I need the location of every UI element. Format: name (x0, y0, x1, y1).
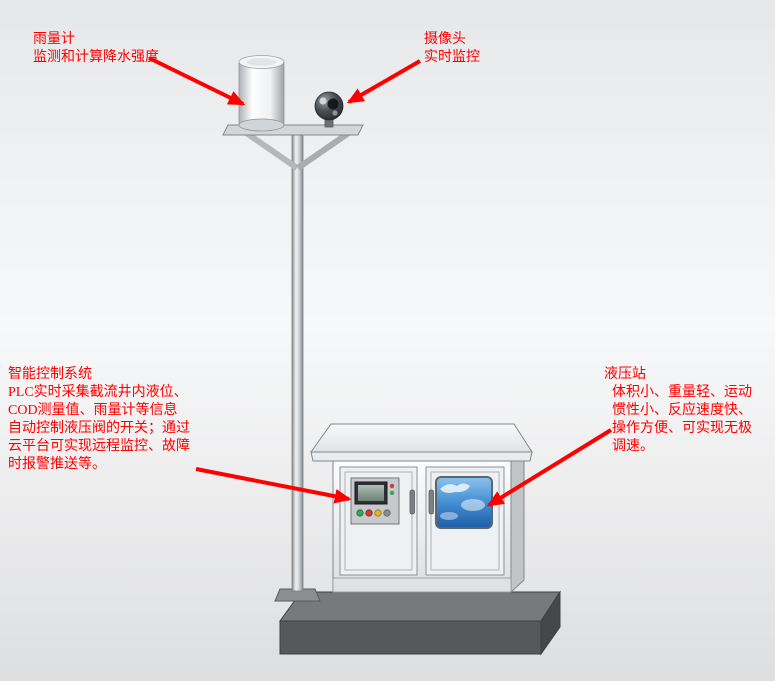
window-cloud-reflection (440, 483, 470, 493)
cabinet-plinth (332, 577, 512, 593)
cabinet-right-face (510, 448, 525, 594)
camera-highlight-small (332, 110, 338, 116)
control-cabinet (310, 423, 533, 594)
pole-shaft (291, 129, 304, 592)
rain-gauge-title: 雨量计 (33, 32, 75, 47)
mast-pole (274, 129, 321, 602)
button-red (365, 509, 373, 517)
base-front-face (279, 620, 542, 655)
camera-title: 摄像头 (424, 32, 466, 47)
surveillance-camera (314, 91, 344, 128)
button-yellow (374, 509, 382, 517)
window-reflection-low (440, 512, 458, 520)
camera-desc: 实时监控 (424, 50, 480, 65)
base-right-face (540, 590, 561, 656)
base-top-face (279, 591, 561, 622)
left-door-handle (409, 489, 415, 515)
arrow-camera (346, 59, 422, 104)
control-system-line-2: COD测量值、雨量计等信息 (8, 403, 178, 418)
crossarm-strut-left (243, 129, 299, 171)
rain-gauge-cylinder (238, 55, 285, 132)
window-reflection-mid (461, 499, 485, 511)
control-system-line-3: 自动控制液压阀的开关；通过 (8, 421, 190, 436)
hydraulic-line-3: 操作方便、可实现无极 (612, 421, 752, 436)
plc-control-panel (350, 477, 400, 525)
control-system-line-5: 时报警推送等。 (8, 457, 106, 472)
rain-gauge-bottom-rim (238, 118, 285, 132)
indicator-red (389, 483, 395, 489)
button-gray (383, 509, 391, 517)
rain-gauge-funnel (246, 58, 277, 66)
annotation-rain-gauge: 雨量计 监测和计算降水强度 (33, 31, 159, 67)
control-system-title: 智能控制系统 (8, 367, 92, 382)
right-door-window (435, 476, 493, 529)
camera-lens (327, 98, 339, 110)
rain-gauge-desc: 监测和计算降水强度 (33, 50, 159, 65)
hydraulic-line-4: 调速。 (612, 439, 654, 454)
control-system-line-4: 云平台可实现远程监控、故障 (8, 439, 190, 454)
camera-highlight (319, 97, 327, 105)
cabinet-roof-fascia (310, 451, 533, 462)
arrow-control-system (195, 467, 352, 504)
control-system-line-1: PLC实时采集截流井内液位、 (8, 385, 188, 400)
arrow-rain-gauge (148, 56, 246, 106)
hydraulic-line-2: 惯性小、反应速度快、 (612, 403, 752, 418)
cabinet-roof-top (310, 423, 533, 453)
hydraulic-line-1: 体积小、重量轻、运动 (612, 385, 752, 400)
indicator-green (389, 490, 395, 496)
annotation-hydraulic-station: 液压站 体积小、重量轻、运动 惯性小、反应速度快、 操作方便、可实现无极 调速。 (604, 366, 752, 456)
mast-crossarm (222, 124, 364, 171)
hmi-display-screen (358, 485, 384, 501)
rain-gauge-body (238, 61, 285, 126)
crossarm-strut-right (296, 129, 352, 171)
concrete-base (279, 590, 561, 656)
cabinet-left-door-recess (344, 471, 413, 571)
button-green (356, 509, 364, 517)
annotation-control-system: 智能控制系统 PLC实时采集截流井内液位、 COD测量值、雨量计等信息 自动控制… (8, 366, 190, 474)
cabinet-right-door-recess (430, 471, 500, 571)
arrow-hydraulic-station (486, 428, 613, 507)
right-door-handle (428, 489, 434, 515)
annotation-arrows (148, 56, 613, 507)
hydraulic-title: 液压站 (604, 367, 646, 382)
annotation-camera: 摄像头 实时监控 (424, 31, 480, 67)
